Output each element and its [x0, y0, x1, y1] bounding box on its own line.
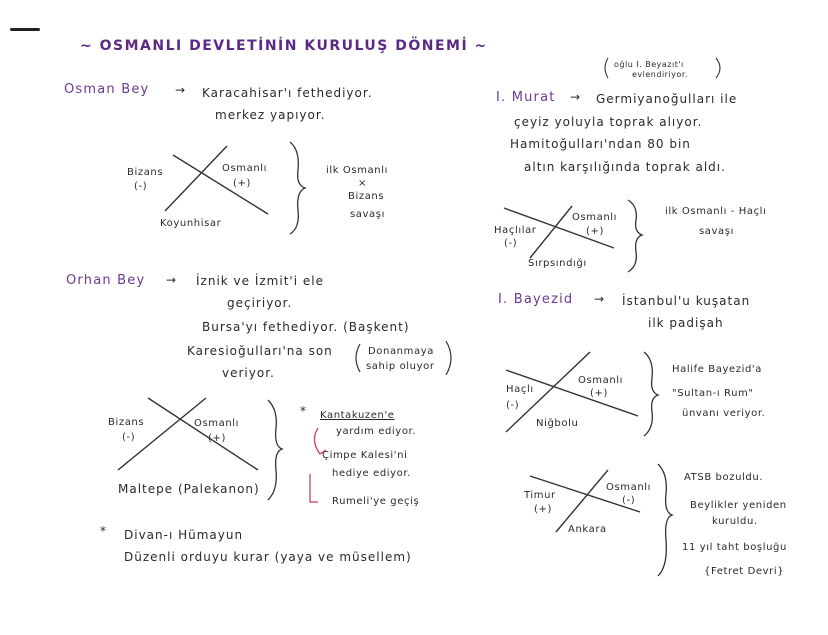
osman-arrow: →: [175, 83, 187, 97]
osman-note-3: Bizans: [348, 191, 385, 202]
orhan-star-2: *: [100, 524, 107, 538]
bayezid-note-6: kuruldu.: [712, 516, 758, 527]
murat-paren-close: [715, 57, 721, 79]
murat-battle-left: Haçlılar: [494, 225, 537, 236]
orhan-line-4: Karesioğulları'na son: [187, 344, 333, 358]
orhan-down-arrow: [309, 474, 318, 503]
orhan-line-2: geçiriyor.: [227, 296, 293, 310]
murat-battle-right: Osmanlı: [572, 212, 618, 223]
orhan-line-5: veriyor.: [222, 366, 275, 380]
orhan-line-1: İznik ve İzmit'i ele: [196, 274, 324, 288]
bayezid-battle1-right-sign: (+): [590, 388, 608, 399]
bayezid-cross1-line-1: [505, 369, 639, 417]
orhan-name: Orhan Bey: [66, 273, 146, 288]
bayezid-name: I. Bayezid: [498, 292, 574, 307]
orhan-curve-arrow: [313, 427, 327, 455]
orhan-star-1: *: [300, 404, 307, 418]
murat-paren-text-1: oğlu I. Beyazıt'ı: [614, 60, 684, 69]
bayezid-note-4: ATSB bozuldu.: [684, 472, 764, 483]
murat-line-2: çeyiz yoluyla toprak alıyor.: [514, 115, 703, 129]
bayezid-battle2-left: Timur: [524, 490, 556, 501]
murat-paren-text-2: evlendiriyor.: [632, 70, 688, 79]
bayezid-cross1-line-2: [505, 351, 591, 433]
osman-line-1: Karacahisar'ı fethediyor.: [202, 86, 373, 100]
murat-note-1: ilk Osmanlı - Haçlı: [665, 206, 767, 217]
bayezid-battle1-place: Niğbolu: [536, 418, 579, 429]
orhan-yardim: yardım ediyor.: [336, 426, 417, 437]
orhan-brace: [267, 399, 284, 501]
bayezid-note-2: "Sultan-ı Rum": [672, 388, 754, 399]
orhan-battle-right: Osmanlı: [194, 418, 240, 429]
orhan-paren: [355, 343, 361, 373]
orhan-ordu: Düzenli orduyu kurar (yaya ve müsellem): [124, 550, 412, 564]
orhan-paren-text-1: Donanmaya: [368, 346, 434, 357]
osman-cross-line-2: [164, 145, 228, 212]
page-title: ~ OSMANLI DEVLETİNİN KURULUŞ DÖNEMİ ~: [80, 38, 488, 54]
bayezid-line-1: İstanbul'u kuşatan: [622, 294, 751, 308]
orhan-paren-close: [445, 340, 452, 376]
murat-line-4: altın karşılığında toprak aldı.: [524, 160, 726, 174]
orhan-battle-right-sign: (+): [208, 433, 226, 444]
orhan-cross-line-2: [117, 397, 207, 471]
osman-note-2: ×: [358, 178, 367, 189]
murat-brace: [627, 199, 644, 273]
orhan-divan: Divan-ı Hümayun: [124, 528, 244, 542]
murat-line-3: Hamitoğulları'ndan 80 bin: [510, 137, 691, 151]
orhan-cimpe-1: Çimpe Kalesi'ni: [322, 450, 408, 461]
bayezid-battle2-right: Osmanlı: [606, 482, 652, 493]
orhan-line-3: Bursa'yı fethediyor. (Başkent): [202, 320, 410, 334]
bayezid-cross2-line-1: [529, 475, 641, 513]
osman-name: Osman Bey: [64, 82, 150, 97]
orhan-battle-left: Bizans: [108, 417, 145, 428]
murat-arrow: →: [570, 90, 582, 104]
bayezid-brace-2: [657, 463, 674, 577]
orhan-battle-left-sign: (-): [122, 432, 136, 443]
bayezid-battle2-place: Ankara: [568, 524, 607, 535]
bayezid-battle1-left: Haçlı: [506, 384, 534, 395]
murat-battle-left-sign: (-): [504, 238, 518, 249]
murat-note-2: savaşı: [699, 226, 734, 237]
murat-name: I. Murat: [496, 90, 556, 105]
bayezid-brace-1: [643, 351, 660, 437]
osman-line-2: merkez yapıyor.: [215, 108, 326, 122]
bayezid-line-2: ilk padişah: [648, 316, 724, 330]
murat-battle-right-sign: (+): [586, 226, 604, 237]
orhan-kantakuzen: Kantakuzen'e: [320, 410, 395, 421]
bayezid-note-5: Beylikler yeniden: [690, 500, 787, 511]
top-left-dash: [10, 28, 40, 31]
bayezid-arrow: →: [594, 292, 606, 306]
osman-battle-left-sign: (-): [134, 181, 148, 192]
orhan-battle-place: Maltepe (Palekanon): [118, 482, 260, 496]
osman-brace: [289, 141, 307, 235]
bayezid-battle1-right: Osmanlı: [578, 375, 624, 386]
osman-battle-right: Osmanlı: [222, 163, 268, 174]
bayezid-battle2-right-sign: (-): [622, 495, 636, 506]
bayezid-note-3: ünvanı veriyor.: [682, 408, 766, 419]
orhan-rumeli: Rumeli'ye geçiş: [332, 496, 420, 507]
murat-cross-line-1: [503, 207, 615, 249]
bayezid-battle1-left-sign: (-): [506, 400, 520, 411]
orhan-paren-text-2: sahip oluyor: [366, 361, 435, 372]
bayezid-note-1: Halife Bayezid'a: [672, 364, 762, 375]
orhan-cimpe-2: hediye ediyor.: [332, 468, 411, 479]
bayezid-note-8: {Fetret Devri}: [704, 566, 785, 577]
murat-paren: [604, 57, 609, 79]
bayezid-cross2-line-2: [555, 469, 609, 533]
murat-cross-line-2: [529, 205, 573, 259]
osman-cross-line-1: [172, 154, 269, 215]
bayezid-note-7: 11 yıl taht boşluğu: [682, 542, 787, 553]
murat-line-1: Germiyanoğulları ile: [596, 92, 738, 106]
bayezid-battle2-left-sign: (+): [534, 504, 552, 515]
osman-note-1: ilk Osmanlı: [326, 165, 388, 176]
murat-battle-place: Sırpsındığı: [528, 258, 587, 269]
osman-battle-left: Bizans: [127, 167, 164, 178]
osman-battle-right-sign: (+): [233, 178, 251, 189]
osman-battle-place: Koyunhisar: [160, 218, 222, 229]
orhan-cross-line-1: [147, 397, 259, 471]
orhan-arrow: →: [166, 273, 178, 287]
osman-note-4: savaşı: [350, 209, 385, 220]
